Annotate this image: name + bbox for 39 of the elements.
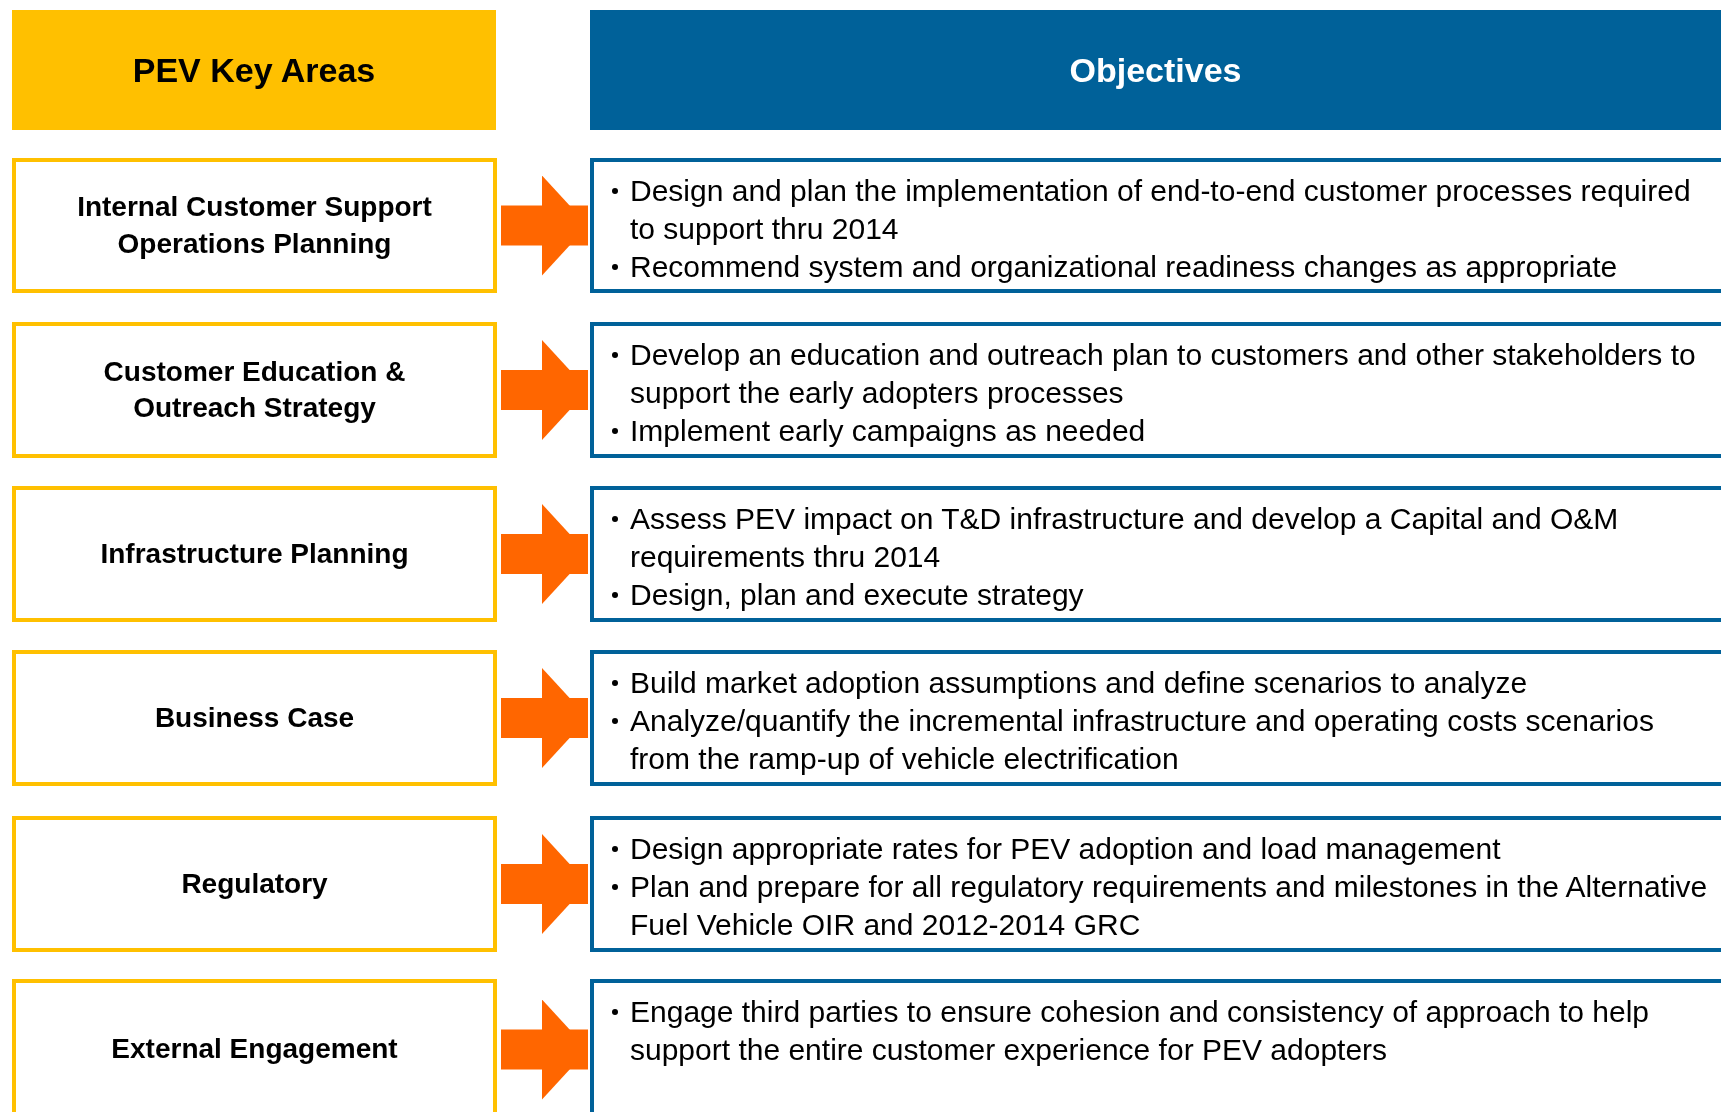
- objective-text: Assess PEV impact on T&D infrastructure and develop a Capital and O&M requirements thru 2014: [630, 501, 1620, 575]
- column-header: [12, 10, 496, 130]
- key-area-box: [12, 322, 497, 458]
- column-header: [590, 10, 1721, 130]
- objective-text: Recommend system and organizational readiness changes as appropriate: [630, 249, 1618, 285]
- objectives-box: [590, 816, 1721, 952]
- block-arrow: [501, 175, 588, 276]
- objective-text: Design, plan and execute strategy: [630, 577, 1084, 613]
- objective-text: Develop an education and outreach plan to customers and other stakeholders to support the early adopters processes: [630, 337, 1697, 411]
- key-area-label: Regulatory: [181, 866, 328, 901]
- header-text: PEV Key Areas: [132, 50, 376, 90]
- objective-text: Plan and prepare for all regulatory requirements and milestones in the Alternative Fuel Vehicle OIR and 2012-2014 GRC: [630, 869, 1709, 943]
- key-area-box: [12, 158, 497, 293]
- objective-text: Design appropriate rates for PEV adoption and load management: [630, 831, 1501, 867]
- objectives-box: [590, 979, 1721, 1112]
- key-area-box: [12, 979, 497, 1112]
- key-area-box: [12, 650, 497, 786]
- objectives-box: [590, 486, 1721, 622]
- block-arrow: [501, 668, 588, 768]
- objective-text: Engage third parties to ensure cohesion and consistency of approach to help support the entire customer experience for PEV adopters: [630, 994, 1650, 1068]
- objective-text: Build market adoption assumptions and define scenarios to analyze: [630, 665, 1528, 701]
- key-area-label: Business Case: [154, 700, 355, 735]
- key-area-label: Infrastructure Planning: [100, 536, 409, 571]
- key-area-label: External Engagement: [111, 1032, 398, 1067]
- objectives-box: [590, 158, 1721, 293]
- objectives-box: [590, 650, 1721, 786]
- objective-text: Analyze/quantify the incremental infrastructure and operating costs scenarios from the ramp-up of vehicle electrification: [630, 703, 1655, 777]
- objective-text: Design and plan the implementation of end-to-end customer processes required to support thru 2014: [630, 173, 1692, 247]
- objectives-box: [590, 322, 1721, 458]
- block-arrow: [501, 834, 588, 934]
- key-area-label: Internal Customer Support Operations Planning: [76, 190, 433, 261]
- block-arrow: [501, 340, 588, 440]
- block-arrow: [501, 504, 588, 604]
- key-area-box: [12, 486, 497, 622]
- block-arrow: [501, 999, 588, 1100]
- objective-text: Implement early campaigns as needed: [630, 413, 1146, 449]
- key-area-label: Customer Education & Outreach Strategy: [102, 354, 407, 425]
- header-text: Objectives: [1069, 50, 1242, 90]
- key-area-box: [12, 816, 497, 952]
